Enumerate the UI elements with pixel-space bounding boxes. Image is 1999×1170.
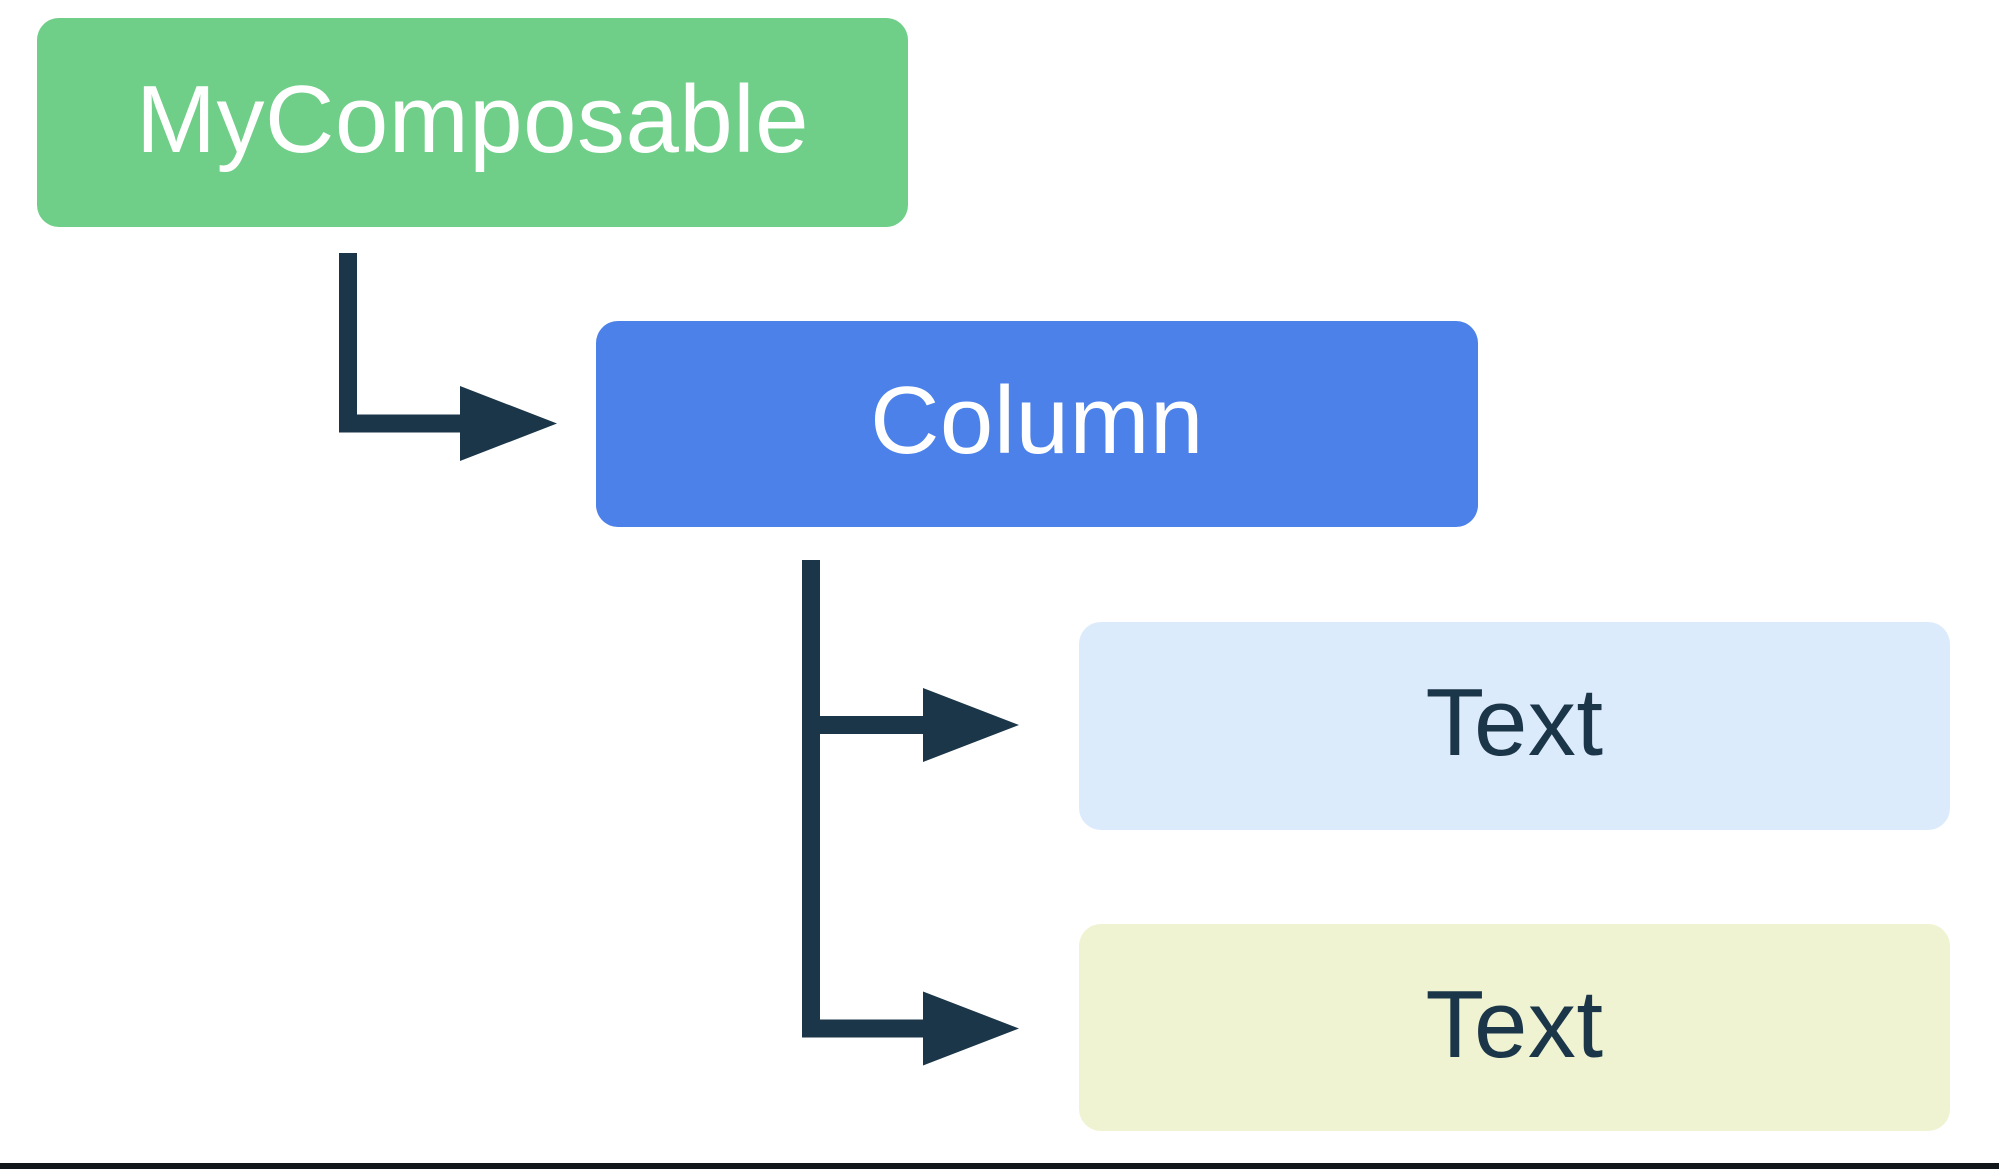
node-text-second-label: Text <box>1425 970 1604 1078</box>
arrowhead-mycomposable-to-column <box>460 386 557 461</box>
node-text-first: Text <box>1079 622 1950 830</box>
node-mycomposable: MyComposable <box>37 18 908 227</box>
arrowhead-column-to-text1 <box>923 688 1019 762</box>
node-column: Column <box>596 321 1478 527</box>
node-text-second: Text <box>1079 924 1950 1131</box>
node-text-first-label: Text <box>1425 669 1604 776</box>
node-mycomposable-label: MyComposable <box>136 65 809 173</box>
arrowhead-column-to-text2 <box>923 991 1019 1066</box>
node-column-label: Column <box>870 367 1204 474</box>
bottom-divider <box>0 1163 1999 1169</box>
arrow-column-trunk <box>802 560 925 1038</box>
arrow-mycomposable-to-column <box>339 253 462 433</box>
